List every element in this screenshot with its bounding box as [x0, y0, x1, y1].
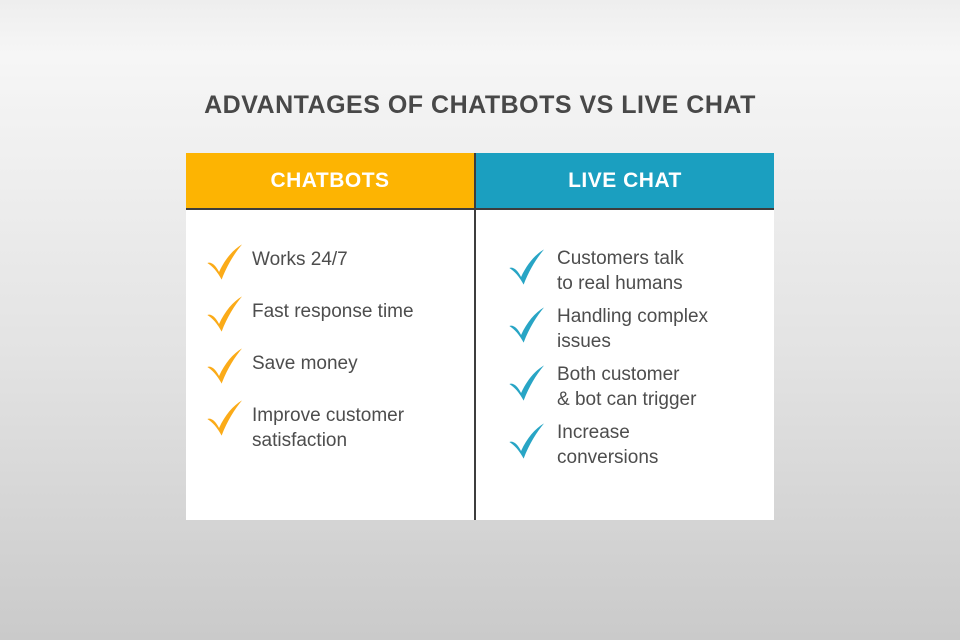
- list-item-label: Increase conversions: [557, 422, 659, 468]
- list-item-label: Customers talk to real humans: [557, 248, 684, 294]
- column-header-chatbots: CHATBOTS: [186, 153, 474, 208]
- list-item: Both customer & bot can trigger: [507, 362, 768, 412]
- list-item: Handling complex issues: [507, 304, 768, 354]
- list-item: Improve customer satisfaction: [205, 400, 468, 453]
- column-divider: [474, 153, 476, 520]
- column-header-livechat: LIVE CHAT: [476, 153, 774, 208]
- check-icon: [205, 243, 243, 281]
- check-icon: [205, 347, 243, 385]
- list-item-label: Works 24/7: [252, 249, 348, 270]
- column-body-chatbots: Works 24/7 Fast response time Save money: [186, 208, 474, 520]
- check-icon: [507, 306, 545, 344]
- comparison-table: CHATBOTS Works 24/7 Fast response time: [186, 153, 774, 520]
- check-icon: [507, 422, 545, 460]
- check-icon: [507, 248, 545, 286]
- check-icon: [205, 295, 243, 333]
- list-item-label: Both customer & bot can trigger: [557, 364, 697, 410]
- check-icon: [205, 399, 243, 437]
- list-item-label: Save money: [252, 353, 358, 374]
- check-icon: [507, 364, 545, 402]
- list-item: Fast response time: [205, 296, 468, 333]
- list-item-label: Fast response time: [252, 301, 414, 322]
- column-body-livechat: Customers talk to real humans Handling c…: [476, 208, 774, 520]
- column-livechat: LIVE CHAT Customers talk to real humans …: [476, 153, 774, 520]
- list-item-label: Handling complex issues: [557, 306, 709, 352]
- page-title: ADVANTAGES OF CHATBOTS VS LIVE CHAT: [204, 91, 756, 119]
- list-item: Customers talk to real humans: [507, 246, 768, 296]
- list-item-label: Improve customer satisfaction: [252, 405, 405, 451]
- list-item: Increase conversions: [507, 420, 768, 470]
- list-item: Save money: [205, 348, 468, 385]
- chatbots-advantages-list: Works 24/7 Fast response time Save money: [186, 210, 474, 453]
- livechat-advantages-list: Customers talk to real humans Handling c…: [476, 210, 774, 470]
- column-chatbots: CHATBOTS Works 24/7 Fast response time: [186, 153, 474, 520]
- list-item: Works 24/7: [205, 244, 468, 281]
